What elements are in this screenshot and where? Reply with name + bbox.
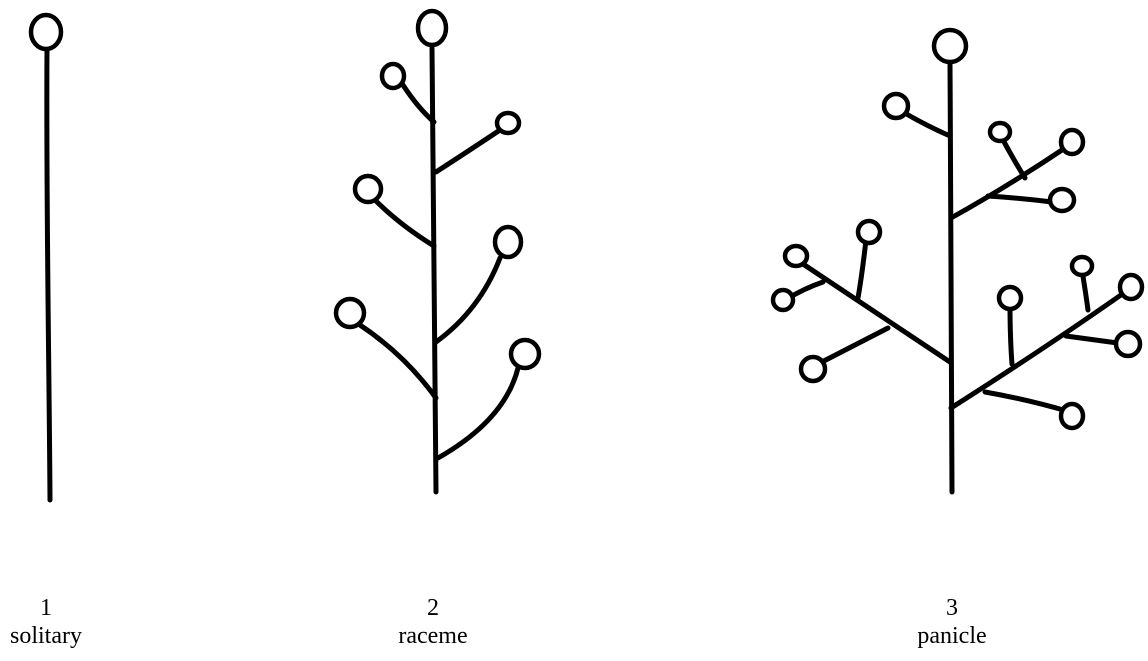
panicle-flower	[773, 290, 793, 310]
caption-raceme: 2 raceme	[353, 594, 513, 650]
raceme-branch	[375, 200, 434, 246]
raceme-flower	[511, 340, 539, 368]
diagram-number: 3	[872, 594, 1032, 622]
panicle-flower	[858, 221, 880, 243]
panicle-flower	[990, 123, 1010, 141]
raceme-branch	[403, 85, 434, 122]
raceme-flower	[382, 64, 404, 88]
panicle-flower	[1120, 275, 1142, 299]
caption-panicle: 3 panicle	[872, 594, 1032, 650]
panicle-branch	[951, 290, 1128, 408]
diagram-number: 2	[353, 594, 513, 622]
panicle-flower	[1061, 130, 1083, 154]
panicle-branch	[858, 240, 866, 298]
panicle-branch	[903, 112, 950, 136]
raceme-branch	[360, 325, 436, 398]
panicle-branch	[985, 392, 1070, 412]
panicle-branch	[818, 328, 888, 364]
diagram-name: panicle	[872, 622, 1032, 650]
solitary-flower	[31, 15, 61, 49]
solitary-inflorescence	[31, 15, 61, 500]
panicle-flower	[1116, 332, 1140, 356]
raceme-flower	[495, 227, 521, 257]
solitary-stem	[47, 48, 50, 500]
raceme-branch	[436, 130, 500, 172]
diagram-number: 1	[0, 594, 126, 622]
raceme-branch	[438, 368, 518, 458]
raceme-stem	[432, 48, 436, 492]
panicle-flower	[999, 287, 1021, 309]
panicle-flower	[801, 357, 825, 381]
panicle-flower	[1072, 257, 1092, 275]
panicle-inflorescence	[773, 30, 1142, 492]
raceme-inflorescence	[336, 11, 539, 492]
diagram-name: solitary	[0, 622, 126, 650]
raceme-flower	[336, 299, 364, 327]
panicle-branch	[800, 262, 950, 362]
diagram-name: raceme	[353, 622, 513, 650]
caption-solitary: 1 solitary	[0, 594, 126, 650]
raceme-branch	[436, 258, 500, 342]
panicle-flower	[884, 94, 908, 118]
raceme-flower	[497, 113, 519, 133]
panicle-flower	[1061, 404, 1083, 428]
panicle-stem	[950, 64, 952, 492]
panicle-flower	[934, 30, 966, 62]
panicle-flower	[785, 246, 807, 266]
raceme-flower	[418, 11, 446, 45]
panicle-branch	[1003, 140, 1025, 178]
panicle-flower	[1050, 189, 1074, 211]
panicle-branch	[1010, 304, 1012, 364]
raceme-flower	[355, 176, 381, 202]
panicle-branch	[988, 196, 1052, 202]
